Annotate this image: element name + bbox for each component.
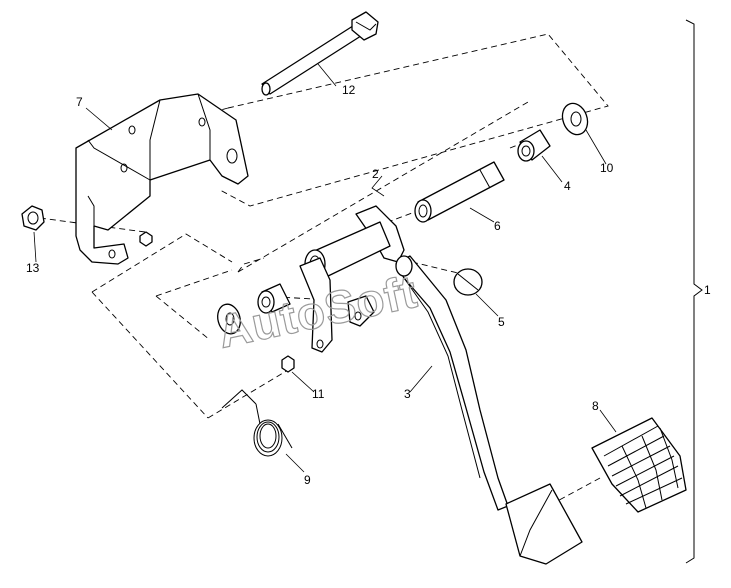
return-spring — [221, 389, 293, 457]
long-bolt — [261, 11, 379, 96]
pedal-plate — [505, 483, 583, 565]
callout-4: 4 — [564, 179, 571, 193]
callout-10: 10 — [600, 161, 614, 175]
washer-left — [217, 303, 241, 335]
callout-8: 8 — [592, 399, 599, 413]
hex-nut — [21, 205, 45, 231]
ball-stop — [453, 268, 483, 296]
leader-lines — [33, 63, 617, 473]
callout-2: 2 — [372, 167, 379, 181]
callout-3: 3 — [404, 387, 411, 401]
callout-labels: 1 2 3 4 5 6 7 8 9 10 11 12 13 — [26, 83, 711, 487]
assembly-bracket — [685, 19, 703, 564]
callout-13: 13 — [26, 261, 40, 275]
callout-7: 7 — [76, 95, 83, 109]
pedal-arm — [395, 255, 509, 511]
bracket-small-nut — [139, 231, 153, 247]
callout-12: 12 — [342, 83, 356, 97]
callout-6: 6 — [494, 219, 501, 233]
washer-right — [561, 102, 589, 136]
callout-5: 5 — [498, 315, 505, 329]
pedal-rubber-pad — [591, 417, 687, 513]
callout-11: 11 — [312, 387, 325, 401]
small-nut — [281, 355, 295, 373]
callout-1: 1 — [704, 283, 711, 297]
callout-9: 9 — [304, 473, 311, 487]
clevis-arm — [299, 257, 375, 353]
mounting-bracket — [75, 93, 249, 265]
bushing-left — [257, 283, 291, 314]
shaft-sleeve — [414, 161, 505, 223]
bushing-right — [517, 129, 551, 162]
